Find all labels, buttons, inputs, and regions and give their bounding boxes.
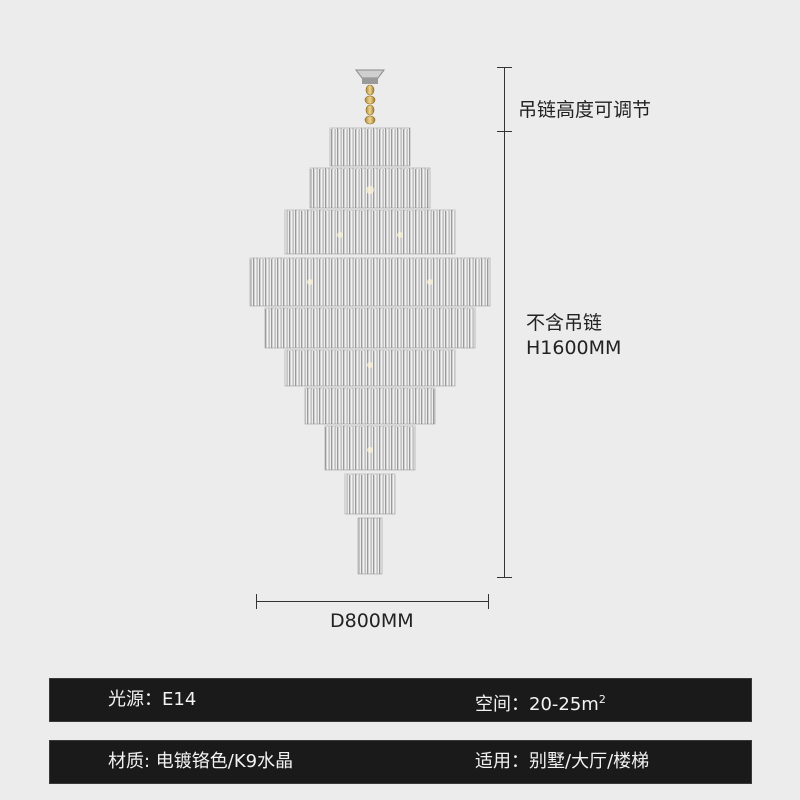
body-height-value: H1600MM — [526, 337, 622, 359]
spec-material-value: 电镀铬色/K9水晶 — [155, 751, 294, 772]
spec-bar-2: 材质: 电镀铬色/K9水晶 适用：别墅/大厅/楼梯 — [49, 740, 752, 784]
spec-material: 材质: 电镀铬色/K9水晶 — [108, 741, 293, 783]
dimension-tick-right — [488, 594, 489, 609]
spec-usage: 适用：别墅/大厅/楼梯 — [475, 741, 649, 783]
spec-material-label: 材质: — [108, 751, 156, 772]
spec-space-unit-superscript: 2 — [598, 693, 606, 706]
spec-light-source-label: 光源： — [108, 689, 162, 710]
diameter-dimension-line — [256, 601, 489, 602]
spec-usage-value: 别墅/大厅/楼梯 — [529, 751, 650, 772]
spec-usage-label: 适用： — [475, 751, 529, 772]
dimension-tick-left — [256, 594, 257, 609]
spec-space-value: 20-25m — [529, 694, 599, 715]
height-dimension-line — [504, 67, 505, 577]
spec-light-source-value: E14 — [162, 689, 197, 710]
chain-adjustable-note: 吊链高度可调节 — [518, 99, 652, 121]
dimension-tick-chain — [497, 131, 512, 132]
diameter-label: D800MM — [330, 610, 414, 632]
body-height-label: 不含吊链 — [526, 312, 603, 334]
spec-space: 空间：20-25m2 — [475, 679, 606, 721]
dimension-tick-bottom — [497, 577, 512, 578]
spec-space-label: 空间： — [475, 694, 529, 715]
crystal-chandelier-image — [249, 69, 491, 575]
dimension-tick-top — [497, 67, 512, 68]
spec-bar-1: 光源：E14 空间：20-25m2 — [49, 678, 752, 722]
spec-light-source: 光源：E14 — [108, 679, 196, 721]
